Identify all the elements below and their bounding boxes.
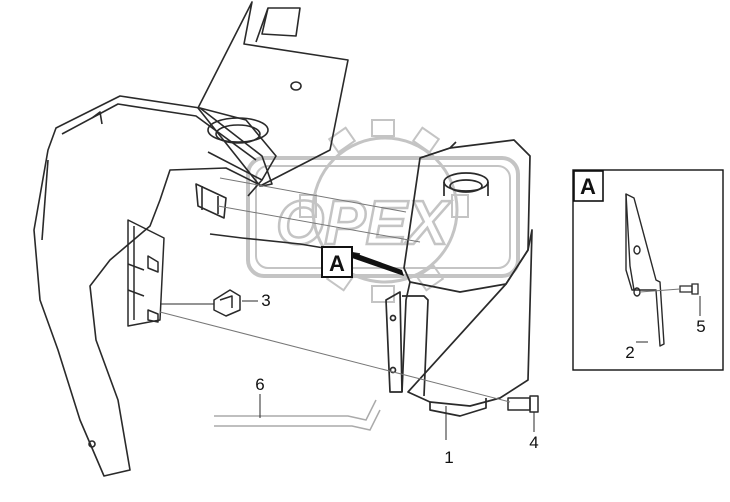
- cab-side-panel: [195, 1, 349, 219]
- view-arrow-icon: [352, 252, 404, 276]
- watermark-gear: [246, 119, 520, 303]
- view-marker: A: [321, 246, 404, 278]
- detail-bolt-part-5: [679, 283, 699, 295]
- mounting-bracket: [127, 219, 241, 327]
- detail-bracket-part-2: [625, 193, 665, 347]
- hose-part-6: [214, 399, 381, 431]
- detail-view-panel: A: [572, 169, 724, 371]
- detail-view-frame: [572, 169, 724, 371]
- callout-6: 6: [255, 375, 264, 394]
- callout-4: 4: [529, 433, 538, 452]
- bolt-part-4: [507, 395, 539, 413]
- reservoir-tank: [385, 139, 533, 417]
- callout-3: 3: [261, 291, 270, 310]
- fender-panel: [33, 95, 361, 477]
- callout-1: 1: [444, 448, 453, 467]
- detail-leader-bolt: [639, 288, 681, 293]
- view-marker-label: A: [329, 251, 345, 276]
- leader-lines: [159, 177, 535, 440]
- callout-2: 2: [625, 343, 634, 362]
- clip-part-3: [213, 289, 241, 317]
- detail-view-label: A: [580, 174, 596, 199]
- watermark-text: OPEX: [276, 189, 452, 258]
- detail-view-label-box: [573, 170, 604, 202]
- view-marker-box: [321, 246, 353, 278]
- callout-5: 5: [696, 317, 705, 336]
- leader-line-bolt: [159, 311, 511, 403]
